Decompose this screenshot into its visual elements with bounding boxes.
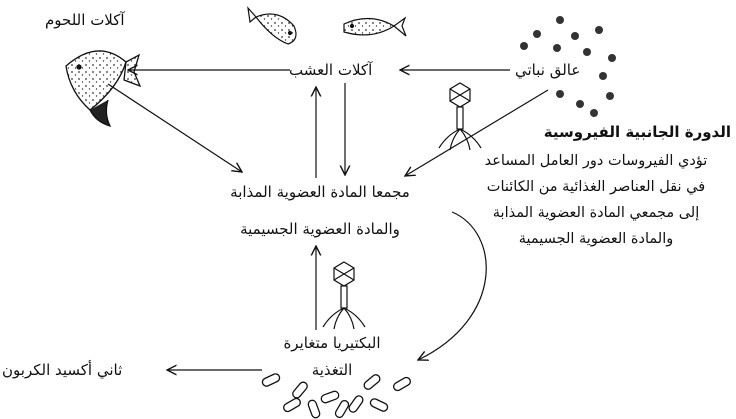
co2-label: ثاني أكسيد الكربون bbox=[2, 361, 123, 379]
herbivores-label: آكلات العشب bbox=[289, 61, 373, 79]
viral-shunt-title: الدورة الجانبية الفيروسية bbox=[543, 123, 731, 141]
bacteria-label-line1: البكتيريا متغايرة bbox=[283, 334, 381, 352]
virus-icon bbox=[322, 261, 366, 330]
viral-shunt-line-3: إلى مجمعي المادة العضوية المذابة bbox=[492, 205, 700, 221]
arrow-phyto-to-pool bbox=[405, 89, 549, 176]
fish-icon bbox=[343, 16, 407, 37]
arrow-carnivores-to-pool bbox=[107, 83, 242, 172]
phytoplankton-icon bbox=[520, 16, 616, 117]
fish-icon bbox=[247, 6, 297, 45]
phytoplankton-label: عالق نباتي bbox=[515, 61, 581, 79]
arrow-pool-to-bacteria bbox=[418, 211, 487, 360]
viral-shunt-line-4: والمادة العضوية الجسيمية bbox=[518, 231, 674, 247]
virus-icon bbox=[438, 82, 482, 151]
pool-label-line1: مجمعا المادة العضوية المذابة bbox=[230, 183, 410, 201]
viral-shunt-line-1: تؤدي الفيروسات دور العامل المساعد bbox=[484, 153, 708, 169]
carnivores-label: آكلات اللحوم bbox=[45, 11, 125, 29]
fish-icon bbox=[65, 50, 142, 128]
pool-label-line2: والمادة العضوية الجسيمية bbox=[240, 220, 400, 238]
flow-arrows bbox=[107, 70, 549, 370]
bacteria-icon bbox=[261, 373, 411, 419]
viral-shunt-line-2: في نقل العناصر الغذائية من الكائنات bbox=[486, 179, 706, 195]
bacteria-label-line2: التغذية bbox=[311, 361, 353, 379]
